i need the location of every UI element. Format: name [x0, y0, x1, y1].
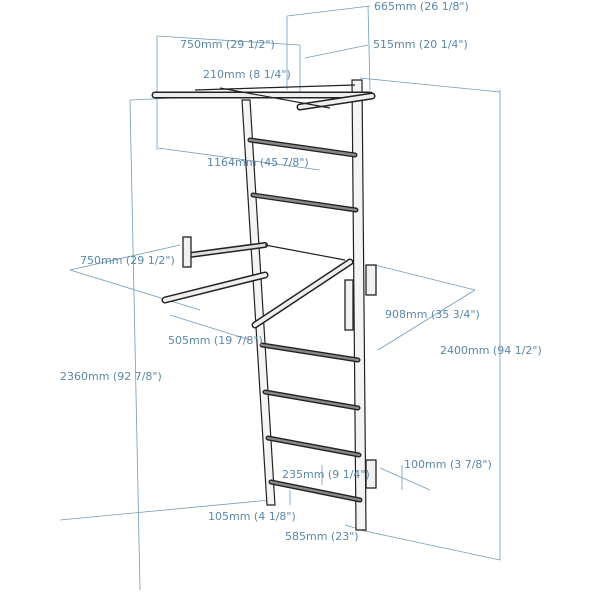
label-505: 505mm (19 7/8")	[168, 334, 263, 347]
dip-station	[161, 236, 354, 331]
ladder	[241, 79, 377, 531]
label-210: 210mm (8 1/4")	[203, 68, 291, 81]
label-2400: 2400mm (94 1/2")	[440, 344, 542, 357]
pullup-bar	[151, 84, 376, 111]
label-2360: 2360mm (92 7/8")	[60, 370, 162, 383]
dimension-labels: 665mm (26 1/8") 750mm (29 1/2") 515mm (2…	[60, 0, 542, 543]
label-750-dip: 750mm (29 1/2")	[80, 254, 175, 267]
label-1164: 1164mm (45 7/8")	[207, 156, 309, 169]
label-105: 105mm (4 1/8")	[208, 510, 296, 523]
label-515: 515mm (20 1/4")	[373, 38, 468, 51]
dimension-lines	[59, 5, 501, 591]
label-908: 908mm (35 3/4")	[385, 308, 480, 321]
label-585: 585mm (23")	[285, 530, 359, 543]
label-100: 100mm (3 7/8")	[404, 458, 492, 471]
label-665: 665mm (26 1/8")	[374, 0, 469, 13]
label-235: 235mm (9 1/4")	[282, 468, 370, 481]
label-750-top: 750mm (29 1/2")	[180, 38, 275, 51]
